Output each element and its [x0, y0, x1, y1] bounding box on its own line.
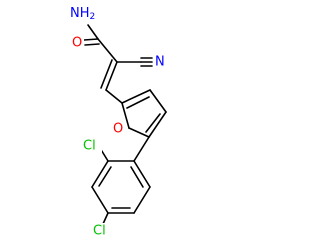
amide-nitrogen-label: NH2 — [70, 6, 95, 23]
bond-furan-c2-c3 — [121, 89, 151, 104]
bond-phenyl-c2-c3 — [91, 160, 109, 188]
bond-alkene-double-1 — [105, 61, 118, 91]
chlorine-ortho-bg — [82, 138, 102, 154]
bond-furan-c4-c5 — [148, 111, 167, 138]
bond-c-cl-para — [102, 212, 109, 225]
molecule-structure: NH2 O N O Cl Cl — [68, 5, 167, 239]
amide-nitrogen-subscript: 2 — [90, 12, 96, 22]
bond-furan-c5-o — [128, 127, 150, 138]
bond-phenyl-c6-c1 — [133, 160, 151, 188]
nitrile-nitrogen-bg — [153, 54, 167, 70]
bond-carbonyl-c-o — [83, 38, 99, 41]
bond-alkene-double-2 — [100, 59, 113, 89]
chlorine-para-bg — [92, 223, 112, 239]
bond-furan-c4-c5-inner — [145, 113, 161, 133]
carbonyl-oxygen-bg — [70, 35, 84, 51]
chlorine-ortho-label: Cl — [83, 139, 96, 154]
amide-nitrogen-text: NH — [70, 6, 90, 21]
furan-oxygen-label: O — [113, 122, 123, 137]
bond-furan-o-c2 — [121, 102, 130, 129]
nitrile-nitrogen-label: N — [155, 55, 165, 70]
bond-carbonyl-to-alpha — [97, 38, 118, 63]
bond-phenyl-inner-3 — [130, 166, 144, 188]
bond-furan-to-phenyl — [133, 136, 150, 162]
bond-phenyl-c3-c4 — [91, 186, 109, 214]
chlorine-para-label: Cl — [93, 224, 106, 239]
bond-phenyl-inner-1 — [98, 166, 112, 187]
bond-furan-c3-c4 — [149, 89, 167, 113]
bond-furan-c2-c3-inner — [126, 96, 150, 109]
bond-phenyl-c5-c6 — [133, 186, 151, 214]
carbonyl-oxygen-label: O — [72, 36, 82, 51]
amide-nitrogen-bg — [68, 5, 98, 21]
bond-alkene-to-furan — [105, 89, 123, 104]
bond-carbonyl-c-o-second — [84, 43, 100, 46]
furan-oxygen-bg — [112, 121, 126, 137]
bond-amide-c-n — [87, 24, 99, 40]
